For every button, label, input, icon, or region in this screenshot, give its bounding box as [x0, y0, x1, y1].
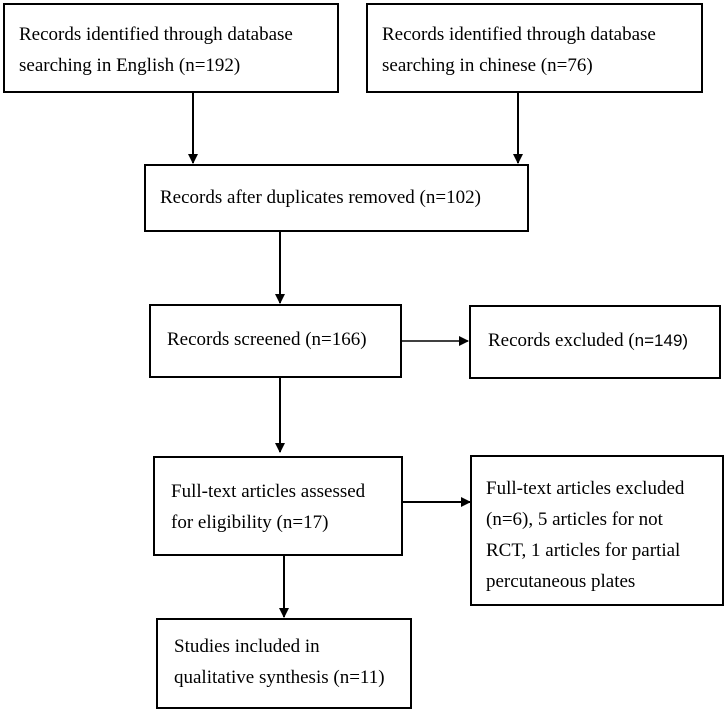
excluded-count: n=149) [634, 331, 689, 350]
fulltext-excluded-line-2: (n=6), 5 articles for not [486, 509, 663, 530]
fulltext-excluded-line-4: percutaneous plates [486, 571, 636, 592]
fulltext-excluded-line-1: Full-text articles excluded [486, 478, 685, 499]
fulltext-excluded-line-3: RCT, 1 articles for partial [486, 540, 681, 561]
fulltext-assessed-line-1: Full-text articles assessed [171, 481, 366, 502]
box-records-excluded: Records excluded (n=149) [469, 305, 721, 379]
chinese-search-line-1: Records identified through database [382, 24, 656, 45]
box-english-search: Records identified through database sear… [3, 3, 339, 93]
duplicates-removed-label: Records after duplicates removed (n=102) [160, 187, 481, 208]
box-fulltext-assessed: Full-text articles assessed for eligibil… [153, 456, 403, 556]
box-chinese-search: Records identified through database sear… [366, 3, 703, 93]
box-duplicates-removed: Records after duplicates removed (n=102) [144, 164, 529, 232]
included-line-1: Studies included in [174, 636, 320, 657]
excluded-label: Records excluded (n=149) [488, 325, 688, 356]
box-fulltext-excluded: Full-text articles excluded (n=6), 5 art… [470, 455, 724, 606]
english-search-line-1: Records identified through database [19, 24, 293, 45]
box-records-screened: Records screened (n=166) [149, 304, 402, 378]
english-search-line-2: searching in English (n=192) [19, 55, 241, 76]
chinese-search-line-2: searching in chinese (n=76) [382, 55, 593, 76]
fulltext-assessed-line-2: for eligibility (n=17) [171, 512, 329, 533]
included-line-2: qualitative synthesis (n=11) [174, 667, 385, 688]
box-studies-included: Studies included in qualitative synthesi… [156, 618, 412, 709]
screened-label: Records screened (n=166) [167, 329, 367, 350]
excluded-label-prefix: Records excluded ( [488, 330, 635, 351]
